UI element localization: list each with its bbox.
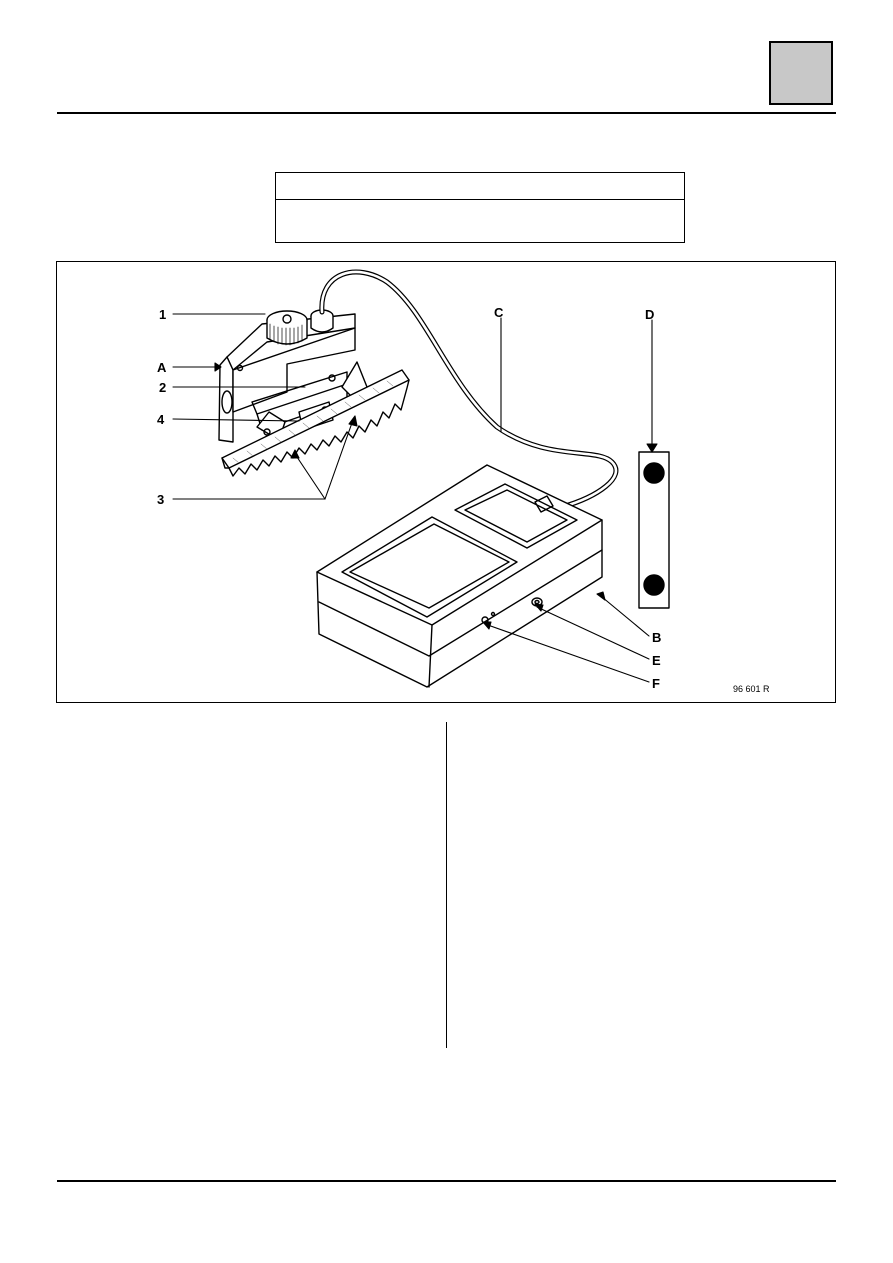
label-f: F <box>652 676 660 691</box>
column-divider <box>446 722 447 1048</box>
figure-frame: 1 A 2 4 3 C D B E F 96 601 R <box>56 261 836 703</box>
label-4: 4 <box>157 412 165 427</box>
label-c: C <box>494 305 504 320</box>
title-box-divider <box>276 199 684 200</box>
footer-rule <box>57 1180 836 1182</box>
header-rule <box>57 112 836 114</box>
figure-reference: 96 601 R <box>733 684 770 694</box>
label-d: D <box>645 307 654 322</box>
title-box <box>275 172 685 243</box>
toothed-belt <box>221 369 410 477</box>
label-e: E <box>652 653 661 668</box>
label-a: A <box>157 360 167 375</box>
label-2: 2 <box>159 380 166 395</box>
label-1: 1 <box>159 307 166 322</box>
meter-box <box>316 464 603 688</box>
label-3: 3 <box>157 492 164 507</box>
header-grey-square <box>769 41 833 105</box>
calibration-strip <box>638 451 670 609</box>
sensor-head <box>218 309 370 443</box>
label-b: B <box>652 630 661 645</box>
tension-gauge-illustration: 1 A 2 4 3 C D B E F 96 601 R <box>157 269 770 694</box>
